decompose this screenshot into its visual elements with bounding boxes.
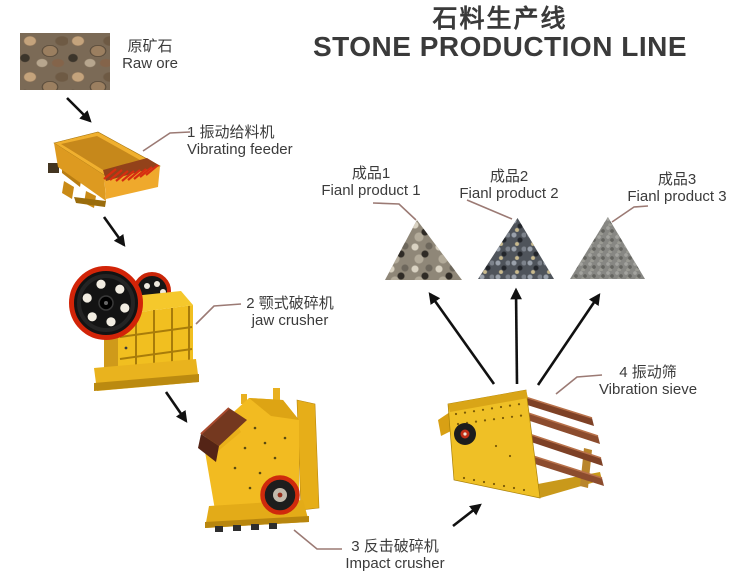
product3-label: 成品3 Fianl product 3 [625,171,729,205]
stage1-label: 1 振动给料机 Vibrating feeder [187,124,293,158]
stage2-label: 2 颚式破碎机 jaw crusher [240,295,340,329]
product1-label-zh: 成品1 [351,165,391,182]
final-product-3-pile [570,217,645,279]
title-english: STONE PRODUCTION LINE [312,31,687,63]
stage3-label: 3 反击破碎机 Impact crusher [343,538,447,572]
stage2-label-zh: 2 颚式破碎机 [246,295,334,312]
stage3-label-zh: 3 反击破碎机 [351,538,439,555]
raw-ore-label-zh: 原矿石 [127,38,173,55]
arrow-sieve-to-product1-icon [428,292,496,385]
raw-ore-label-en: Raw ore [122,55,178,72]
impact-crusher-image [198,388,320,532]
leader-line-product2 [466,199,513,220]
product1-label-en: Fianl product 1 [321,182,421,199]
flywheel-holes [82,279,130,327]
arrow-ore-to-feeder-icon [66,97,92,123]
vibration-sieve-image [438,389,604,499]
arrow-impact-to-sieve-icon [452,503,482,528]
leader-line-jaw [195,303,242,325]
raw-ore-image [20,33,110,90]
final-product-1-pile [385,220,462,280]
stage1-label-zh: 1 振动给料机 [187,124,275,141]
jaw-crusher-image [69,266,199,391]
leader-line-product3 [611,205,649,223]
page-title: 石料生产线 STONE PRODUCTION LINE [280,6,720,62]
product3-label-en: Fianl product 3 [627,188,727,205]
stage2-label-en: jaw crusher [251,312,329,329]
arrow-feeder-to-jaw-icon [102,216,126,247]
stage4-label: 4 振动筛 Vibration sieve [596,364,700,398]
stage4-label-zh: 4 振动筛 [619,364,677,381]
final-product-2-pile [478,218,554,279]
product1-label: 成品1 Fianl product 1 [319,165,423,199]
base-feet [215,523,277,532]
title-chinese: 石料生产线 [432,5,568,33]
grizzly-bars [103,164,159,182]
leader-line-product1 [372,202,417,221]
sieve-perforations [454,403,526,492]
stage4-label-en: Vibration sieve [598,381,698,398]
arrow-sieve-to-product2-icon [510,287,522,385]
product3-label-zh: 成品3 [657,171,697,188]
product2-label-en: Fianl product 2 [459,185,559,202]
stage3-label-en: Impact crusher [345,555,445,572]
raw-ore-label: 原矿石 Raw ore [117,38,183,72]
stage1-label-en: Vibrating feeder [187,141,293,158]
arrow-jaw-to-impact-icon [164,391,188,423]
vibrating-feeder-image [48,131,161,208]
product2-label-zh: 成品2 [489,168,529,185]
product2-label: 成品2 Fianl product 2 [457,168,561,202]
arrow-sieve-to-product3-icon [536,293,601,386]
